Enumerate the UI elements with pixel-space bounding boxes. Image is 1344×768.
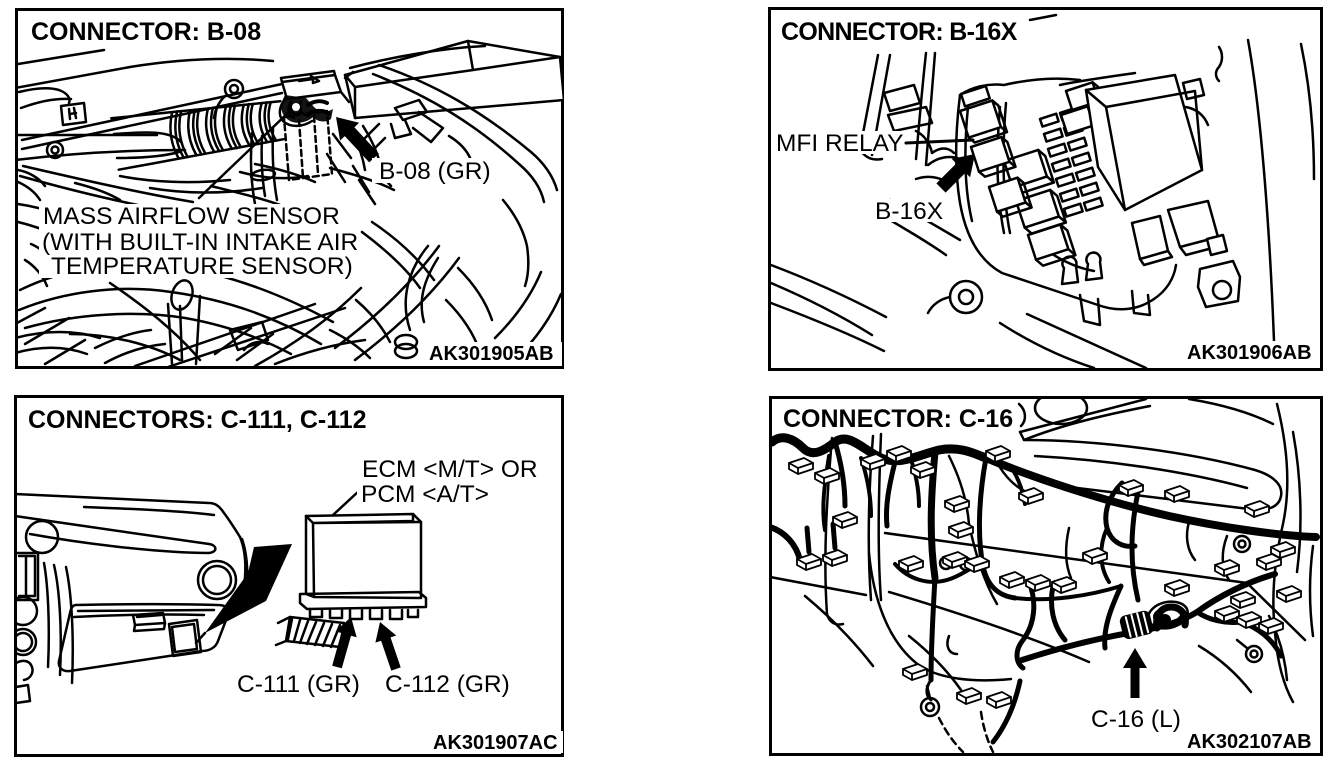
svg-text:CONNECTOR: B-08: CONNECTOR: B-08 (31, 18, 261, 46)
svg-text:C-112 (GR): C-112 (GR) (385, 671, 510, 698)
svg-text:CONNECTOR: B-16X: CONNECTOR: B-16X (781, 18, 1018, 46)
svg-text:B-16X: B-16X (875, 198, 943, 225)
svg-text:(WITH BUILT-IN INTAKE AIR: (WITH BUILT-IN INTAKE AIR (42, 229, 358, 256)
svg-text:MFI RELAY: MFI RELAY (776, 130, 904, 157)
svg-text:PCM <A/T>: PCM <A/T> (361, 481, 489, 508)
svg-text:AK301905AB: AK301905AB (429, 343, 554, 365)
svg-text:C-16 (L): C-16 (L) (1091, 706, 1181, 733)
svg-text:MASS AIRFLOW SENSOR: MASS AIRFLOW SENSOR (43, 203, 340, 230)
svg-text:TEMPERATURE SENSOR): TEMPERATURE SENSOR) (51, 253, 353, 280)
svg-text:AK301907AC: AK301907AC (433, 732, 558, 754)
svg-text:AK301906AB: AK301906AB (1187, 342, 1312, 364)
svg-text:CONNECTOR: C-16: CONNECTOR: C-16 (783, 405, 1013, 433)
svg-text:CONNECTORS: C-111, C-112: CONNECTORS: C-111, C-112 (28, 406, 367, 434)
svg-text:B-08 (GR): B-08 (GR) (379, 158, 491, 185)
svg-text:AK302107AB: AK302107AB (1187, 731, 1312, 753)
svg-text:C-111 (GR): C-111 (GR) (237, 671, 360, 698)
svg-text:ECM <M/T> OR: ECM <M/T> OR (362, 456, 538, 483)
